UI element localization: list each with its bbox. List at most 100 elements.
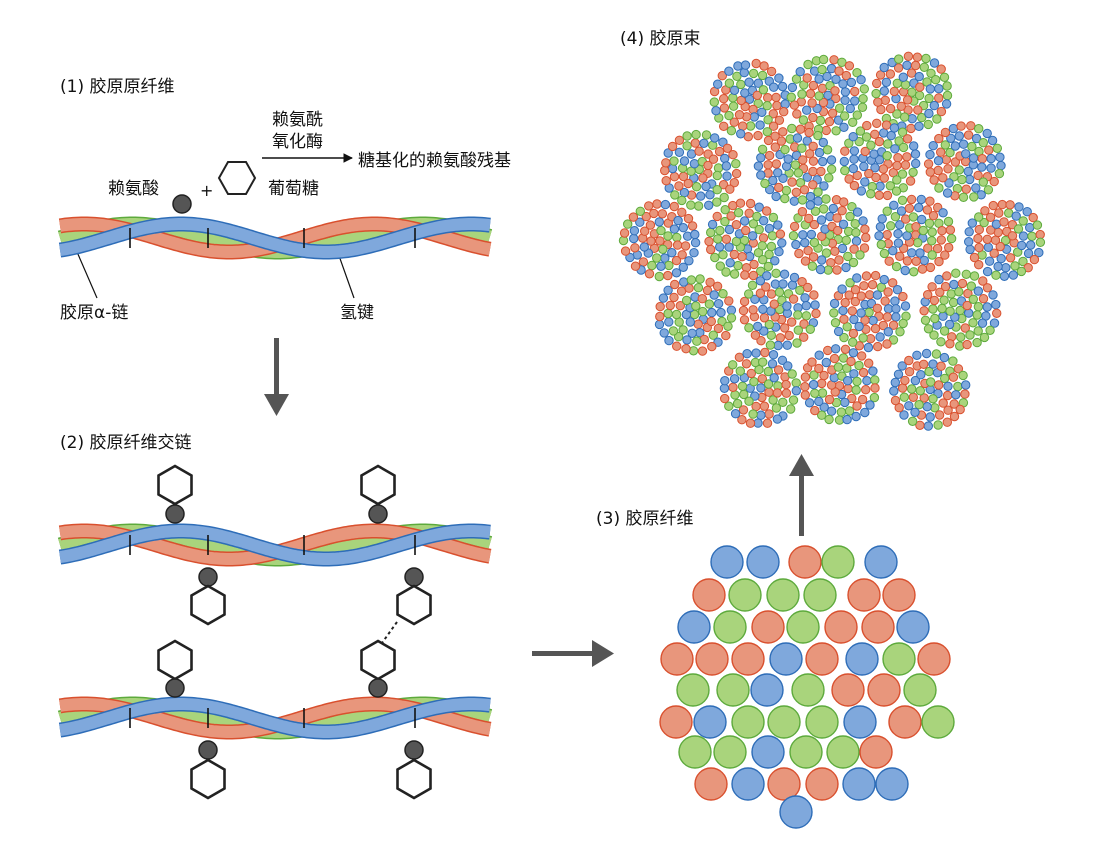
fibril-dot bbox=[879, 62, 889, 73]
fibril-dot bbox=[797, 207, 808, 217]
fibril-dot bbox=[898, 142, 909, 153]
fibril-dot bbox=[729, 374, 740, 384]
fibril-dot bbox=[809, 370, 819, 380]
fibril-dot bbox=[804, 398, 815, 408]
fibril-dot bbox=[951, 268, 961, 278]
fibril-dot bbox=[671, 268, 682, 278]
fibril-dot bbox=[808, 80, 819, 91]
fibril-dot bbox=[827, 108, 838, 118]
fibril-dot bbox=[978, 138, 988, 148]
fibril-dot bbox=[881, 77, 892, 88]
fibril-dot bbox=[892, 109, 902, 119]
fibril-dot bbox=[729, 178, 739, 188]
fibril-dot bbox=[744, 208, 754, 218]
fibril-dot bbox=[963, 166, 973, 177]
fibril-dot bbox=[763, 261, 773, 272]
fibril-dot bbox=[803, 282, 813, 293]
fibril-dot bbox=[810, 405, 820, 416]
fibril-dot bbox=[749, 112, 759, 122]
fibril-dot bbox=[794, 248, 804, 259]
fibril-dot bbox=[978, 294, 989, 304]
fibril-dot bbox=[762, 271, 772, 281]
fibril-dot bbox=[747, 280, 758, 290]
fibril-dot bbox=[915, 248, 925, 258]
fibril-dot bbox=[934, 93, 944, 103]
fibril-dot bbox=[847, 393, 857, 404]
fibril-dot bbox=[800, 256, 811, 266]
triple-helix bbox=[57, 696, 493, 740]
fibril-dot bbox=[1025, 222, 1035, 233]
fibril-dot bbox=[954, 287, 964, 297]
fibril-dot bbox=[856, 186, 867, 196]
fibril-cluster bbox=[704, 198, 787, 281]
fibril-dot bbox=[835, 103, 845, 113]
fibril-dot bbox=[997, 199, 1007, 210]
enzyme-label-1: 赖氨酰 bbox=[272, 110, 323, 130]
fibril-dot bbox=[1018, 216, 1028, 226]
fibril-dot bbox=[892, 175, 902, 185]
fiber-circle bbox=[659, 705, 693, 739]
fibril-dot bbox=[888, 246, 898, 256]
fibril-dot bbox=[706, 244, 716, 255]
fibril-dot bbox=[843, 376, 853, 386]
fibril-dot bbox=[712, 197, 722, 207]
fiber-circle bbox=[750, 673, 784, 707]
fiber-circle bbox=[864, 545, 898, 579]
fibril-dot bbox=[890, 296, 900, 306]
fibril-dot bbox=[791, 187, 801, 198]
fibril-dot bbox=[774, 182, 784, 193]
fibril-dot bbox=[818, 137, 828, 148]
fibril-dot bbox=[789, 196, 799, 206]
glucose-hexagon-icon bbox=[157, 639, 193, 681]
fibril-dot bbox=[939, 72, 950, 83]
lysine-node bbox=[165, 504, 185, 524]
fibril-dot bbox=[663, 148, 673, 158]
fibril-dot bbox=[941, 99, 952, 109]
fibril-dot bbox=[954, 165, 964, 175]
fibril-dot bbox=[660, 165, 670, 176]
fibril-dot bbox=[882, 230, 892, 240]
fibril-dot bbox=[849, 180, 860, 191]
fibril-dot bbox=[813, 187, 823, 197]
fibril-dot bbox=[792, 338, 802, 348]
alpha-chain-label: 胶原α-链 bbox=[60, 303, 128, 323]
fibril-dot bbox=[798, 115, 809, 125]
fibril-dot bbox=[867, 280, 878, 290]
fibril-dot bbox=[819, 181, 829, 191]
fibril-dot bbox=[669, 156, 679, 166]
fibril-dot bbox=[750, 330, 761, 340]
fibril-dot bbox=[847, 202, 857, 212]
fibril-dot bbox=[756, 170, 766, 180]
fibril-cluster bbox=[964, 199, 1046, 281]
fibril-cluster bbox=[829, 270, 911, 353]
fibril-dot bbox=[740, 270, 750, 280]
fibril-dot bbox=[916, 370, 926, 380]
fibril-dot bbox=[808, 112, 818, 123]
fibril-dot bbox=[793, 325, 803, 335]
fiber-circle bbox=[713, 735, 747, 769]
fibril-dot bbox=[986, 225, 996, 235]
fibril-dot bbox=[925, 84, 935, 94]
fibril-dot bbox=[895, 251, 905, 261]
fibril-dot bbox=[814, 147, 825, 158]
fibril-dot bbox=[984, 256, 995, 266]
fibril-dot bbox=[917, 264, 928, 274]
fibril-dot bbox=[888, 278, 898, 288]
fibril-dot bbox=[919, 255, 929, 266]
fibril-dot bbox=[721, 234, 732, 244]
fibril-dot bbox=[902, 134, 913, 144]
fibril-dot bbox=[715, 261, 725, 271]
fibril-dot bbox=[967, 141, 977, 152]
fibril-dot bbox=[788, 231, 799, 241]
fibril-dot bbox=[889, 200, 899, 211]
fibril-dot bbox=[672, 341, 682, 351]
fibril-dot bbox=[713, 79, 723, 89]
fibril-dot bbox=[707, 307, 717, 318]
fibril-dot bbox=[934, 133, 944, 144]
fibril-dot bbox=[992, 143, 1002, 154]
fiber-circle bbox=[786, 610, 820, 644]
fibril-dot bbox=[888, 335, 899, 345]
fibril-dot bbox=[718, 180, 729, 190]
fibril-dot bbox=[968, 294, 978, 304]
